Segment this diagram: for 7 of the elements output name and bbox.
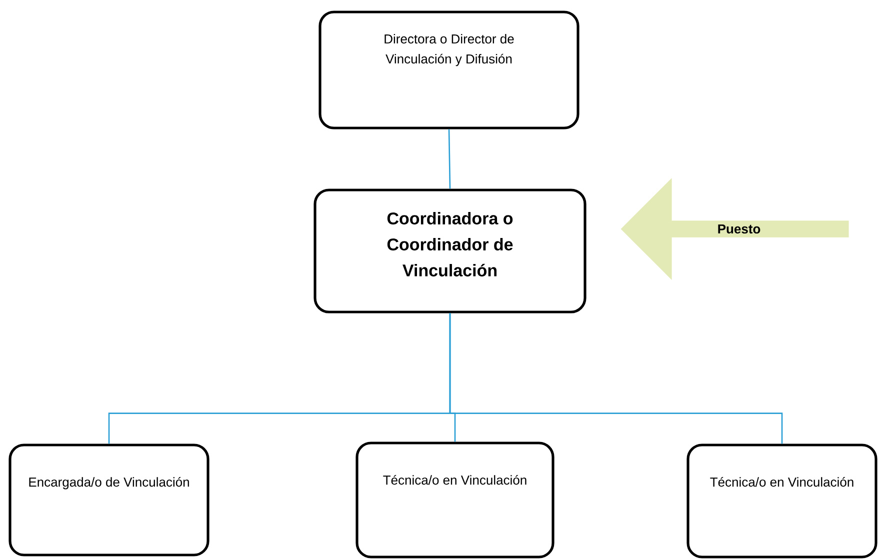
position-box: Directora o Director de Vinculación y Difusión xyxy=(318,10,580,130)
position-box: Coordinadora o Coordinador de Vinculación xyxy=(314,188,586,314)
position-box: Técnica/o en Vinculación xyxy=(356,442,554,558)
connector-line xyxy=(449,313,783,444)
connector-line xyxy=(448,129,451,189)
position-box: Encargada/o de Vinculación xyxy=(8,444,210,556)
position-box: Técnica/o en Vinculación xyxy=(686,444,878,558)
